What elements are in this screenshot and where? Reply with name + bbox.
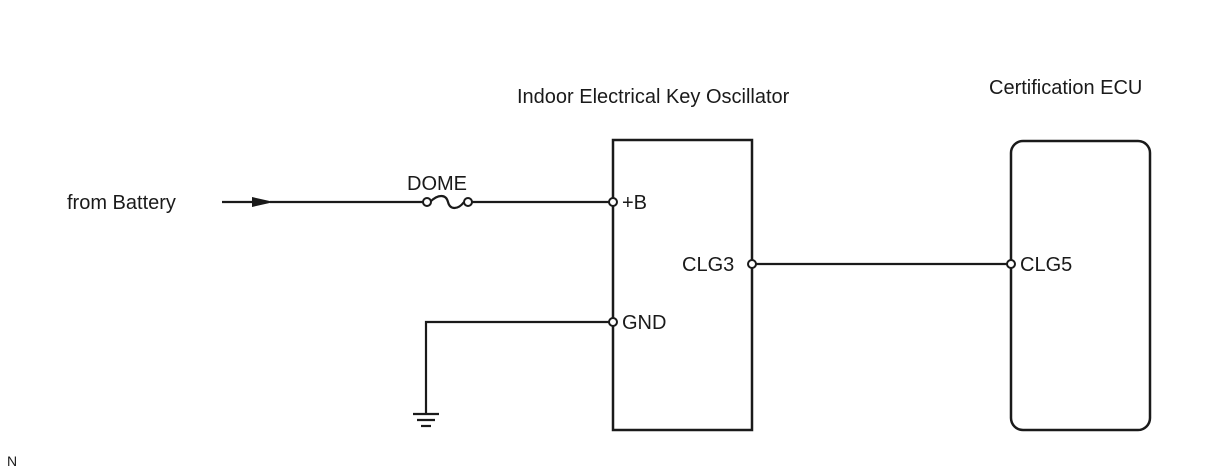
fuse-label: DOME	[407, 173, 467, 195]
fuse-terminal-left	[422, 197, 432, 207]
clg5-pin	[1006, 259, 1016, 269]
clg3-pin	[747, 259, 757, 269]
gnd-label: GND	[622, 312, 666, 334]
oscillator-title: Indoor Electrical Key Oscillator	[517, 86, 790, 108]
ecu-box	[1009, 139, 1152, 432]
fuse-terminal-right	[463, 197, 473, 207]
ecu-title: Certification ECU	[989, 77, 1142, 99]
clg5-label: CLG5	[1020, 254, 1072, 276]
diagram-code: N	[7, 453, 17, 469]
gnd-pin	[608, 317, 618, 327]
fuse-symbol	[429, 194, 465, 210]
oscillator-box	[611, 138, 754, 432]
b-plus-pin	[608, 197, 618, 207]
b-plus-label: +B	[622, 192, 647, 214]
clg3-label: CLG3	[682, 254, 734, 276]
battery-arrow-head	[252, 197, 274, 207]
ground-symbol-icon	[413, 412, 439, 428]
ground-wire	[424, 320, 609, 414]
battery-label: from Battery	[67, 192, 176, 214]
